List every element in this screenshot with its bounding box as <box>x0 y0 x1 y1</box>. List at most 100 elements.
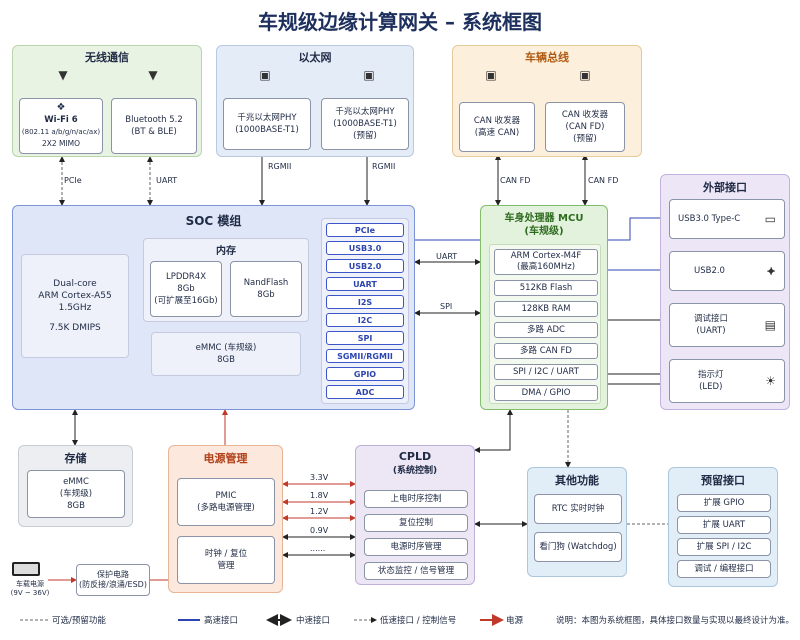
protection-circuit: 保护电路 (防反接/浪涌/ESD) <box>76 564 150 596</box>
nand-size: 8Gb <box>257 290 275 300</box>
wifi-label: Wi-Fi 6 <box>44 115 78 125</box>
nandflash-module: NandFlash 8Gb <box>230 261 302 317</box>
rail-0v9: 0.9V <box>310 526 329 535</box>
pmic-sub: (多路电源管理) <box>197 503 255 513</box>
reserved-header: 预留接口 <box>701 474 745 487</box>
uart-link-label: UART <box>156 176 178 185</box>
canfd-label-1: CAN FD <box>500 176 531 185</box>
bluetooth-module: Bluetooth 5.2 (BT & BLE) <box>111 98 197 154</box>
usb3-label: USB3.0 Type-C <box>678 214 741 224</box>
can1-sub: (高速 CAN) <box>474 128 520 138</box>
phy1-label: 千兆以太网PHY <box>237 113 297 123</box>
cpu-cores: Dual-core <box>53 279 97 289</box>
ethernet-header: 以太网 <box>298 51 332 64</box>
ethernet-phy-1: 千兆以太网PHY (1000BASE-T1) <box>223 98 311 150</box>
bus-sgmii: SGMII/RGMII <box>326 349 404 363</box>
canfd-label-2: CAN FD <box>588 176 619 185</box>
mcu-item-flash: 512KB Flash <box>494 280 598 296</box>
can-transceiver-1: CAN 收发器 (高速 CAN) <box>459 102 535 152</box>
watchdog-module: 看门狗 (Watchdog) <box>534 532 622 562</box>
clock-reset-module: 时钟 / 复位 管理 <box>177 536 275 584</box>
ethernet-port-icon: ▣ <box>363 68 375 82</box>
phy2-sub: (1000BASE-T1) <box>333 119 397 129</box>
led-sub: (LED) <box>699 382 723 392</box>
rgmii-label-2: RGMII <box>372 162 396 171</box>
cpld-power-seq: 上电时序控制 <box>364 490 468 508</box>
bus-gpio: GPIO <box>326 367 404 381</box>
pmic-label: PMIC <box>215 491 237 501</box>
can-connector-icon: ▣ <box>579 68 591 82</box>
power-header: 电源管理 <box>203 452 248 465</box>
storage-emmc: eMMC (车规级) 8GB <box>27 470 125 518</box>
can-transceiver-2: CAN 收发器 (CAN FD) (预留) <box>545 102 625 152</box>
led-title: 指示灯 <box>698 370 724 380</box>
storage-group: 存储 eMMC (车规级) 8GB <box>18 445 133 527</box>
wifi-mimo: 2X2 MIMO <box>41 139 81 148</box>
bus-i2c: I2C <box>326 313 404 327</box>
legend-optional: 可选/预留功能 <box>52 616 106 626</box>
cpld-group: CPLD (系统控制) 上电时序控制 复位控制 电源时序管理 状态监控 / 信号… <box>355 445 475 585</box>
bus-uart: UART <box>326 277 404 291</box>
lpddr-expand: (可扩展至16Gb) <box>154 296 218 306</box>
mcu-core-label: ARM Cortex-M4F <box>510 251 582 261</box>
reserved-group: 预留接口 扩展 GPIO 扩展 UART 扩展 SPI / I2C 调试 / 编… <box>668 467 778 587</box>
soc-emmc-label: eMMC (车规级) <box>195 343 257 353</box>
bus-spi: SPI <box>326 331 404 345</box>
led-label: 指示灯 (LED) <box>698 369 724 393</box>
bus-usb3: USB3.0 <box>326 241 404 255</box>
reserved-debug: 调试 / 编程接口 <box>677 560 771 578</box>
other-group: 其他功能 RTC 实时时钟 看门狗 (Watchdog) <box>527 467 627 577</box>
ethernet-port-icon: ▣ <box>259 68 271 82</box>
lpddr-label: LPDDR4X <box>165 272 207 282</box>
usb-icon: ⯌ <box>766 264 776 278</box>
canbus-group: 车辆总线 ▣ ▣ CAN 收发器 (高速 CAN) CAN 收发器 (CAN F… <box>452 45 642 157</box>
phy1-sub: (1000BASE-T1) <box>235 125 299 135</box>
mcu-item-canfd: 多路 CAN FD <box>494 343 598 359</box>
cpu-dmips: 7.5K DMIPS <box>49 323 101 333</box>
cpld-power-mgmt: 电源时序管理 <box>364 538 468 556</box>
ethernet-group: 以太网 ▣ ▣ 千兆以太网PHY (1000BASE-T1) 千兆以太网PHY … <box>216 45 414 157</box>
soc-mcu-spi-label: SPI <box>440 302 453 311</box>
mcu-header: 车身处理器 MCU (车规级) <box>481 212 607 238</box>
legend-highspeed: 高速接口 <box>204 616 239 626</box>
bus-usb2: USB2.0 <box>326 259 404 273</box>
storage-header: 存储 <box>64 452 87 465</box>
canbus-header: 车辆总线 <box>525 51 569 64</box>
mcu-item-dma: DMA / GPIO <box>494 385 598 401</box>
ethernet-phy-2: 千兆以太网PHY (1000BASE-T1) (预留) <box>321 98 409 150</box>
external-group: 外部接口 USB3.0 Type-C ▭ USB2.0 ⯌ 调试接口 (UART… <box>660 174 790 410</box>
led-icon: ☀ <box>765 374 776 388</box>
cpld-header: CPLD (系统控制) <box>356 450 474 478</box>
bus-i2s: I2S <box>326 295 404 309</box>
rail-more: ...... <box>310 544 326 553</box>
cpld-monitor: 状态监控 / 信号管理 <box>364 562 468 580</box>
mcu-item-serial: SPI / I2C / UART <box>494 364 598 380</box>
clock-label: 时钟 / 复位 <box>204 549 248 559</box>
rtc-module: RTC 实时时钟 <box>534 494 622 524</box>
mcu-item-adc: 多路 ADC <box>494 322 598 338</box>
debug-port: 调试接口 (UART) ▤ <box>669 303 785 347</box>
storage-emmc-size: 8GB <box>67 501 85 511</box>
protect-sub: (防反接/浪涌/ESD) <box>79 580 147 589</box>
can1-label: CAN 收发器 <box>473 116 521 126</box>
memory-group: 内存 LPDDR4X 8Gb (可扩展至16Gb) NandFlash 8Gb <box>143 238 309 322</box>
mcu-grade: (车规级) <box>524 226 564 237</box>
soc-emmc: eMMC (车规级) 8GB <box>151 332 301 376</box>
usb-c-icon: ▭ <box>764 212 776 226</box>
usb2-port: USB2.0 ⯌ <box>669 251 785 291</box>
antenna-icon: ▼ <box>148 68 158 82</box>
soc-module: SOC 模组 Dual-core ARM Cortex-A55 1.5GHz 7… <box>12 205 415 410</box>
pmic-module: PMIC (多路电源管理) <box>177 478 275 526</box>
can2-sub: (CAN FD) <box>565 122 605 132</box>
rail-3v3: 3.3V <box>310 473 329 482</box>
bus-adc: ADC <box>326 385 404 399</box>
can2-label: CAN 收发器 <box>561 110 609 120</box>
vehicle-power-label: 车载电源 <box>16 580 44 588</box>
soc-cpu: Dual-core ARM Cortex-A55 1.5GHz 7.5K DMI… <box>21 254 129 358</box>
antenna-icon: ▼ <box>58 68 68 82</box>
mcu-item-core: ARM Cortex-M4F (最高160MHz) <box>494 249 598 275</box>
soc-bus-list: PCIe USB3.0 USB2.0 UART I2S I2C SPI SGMI… <box>321 218 409 404</box>
usb2-label: USB2.0 <box>694 266 725 276</box>
memory-header: 内存 <box>216 246 236 257</box>
wireless-header: 无线通信 <box>85 51 129 64</box>
